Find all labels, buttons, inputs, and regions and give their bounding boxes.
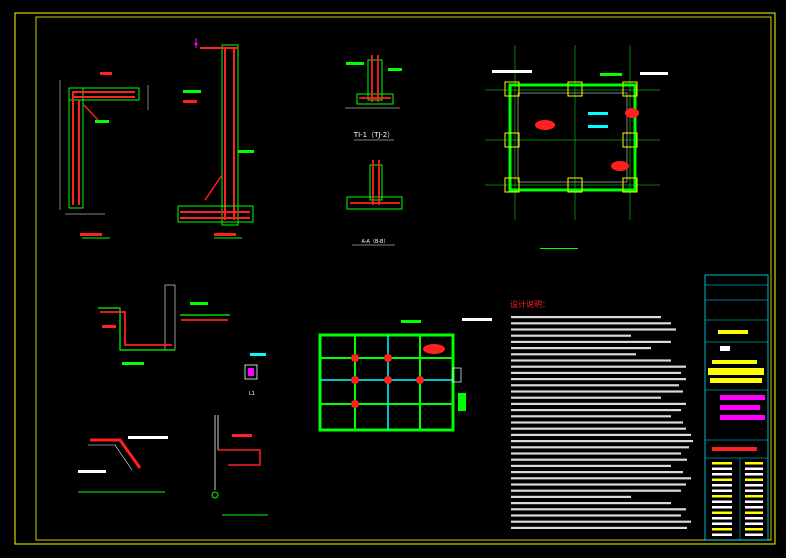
title-block-cell	[712, 522, 732, 525]
detail-slope-corner	[78, 436, 168, 493]
note-line	[511, 396, 661, 399]
title-block-cell	[712, 484, 732, 487]
note-line	[511, 526, 687, 529]
title-block-cell	[745, 517, 763, 520]
note-line	[511, 495, 631, 498]
label-aa-section: A-A（B-B）	[362, 239, 389, 245]
title-block-cell	[712, 473, 732, 476]
title-block-cell	[712, 528, 732, 531]
title-block-cell	[712, 495, 732, 498]
title-block-cell	[712, 506, 732, 509]
title-block-cell	[745, 489, 763, 492]
note-line	[511, 359, 671, 362]
note-line	[511, 477, 691, 480]
note-line	[511, 316, 661, 319]
note-line	[511, 328, 676, 331]
note-line	[511, 371, 681, 374]
title-block-cell	[712, 467, 732, 470]
title-block-cell	[745, 484, 763, 487]
note-line	[511, 421, 683, 424]
outer-frame	[14, 12, 776, 545]
note-line	[511, 483, 686, 486]
title-block-cell	[745, 473, 763, 476]
detail-drain-pipe	[211, 415, 268, 516]
detail-step-section	[98, 284, 230, 365]
note-line	[511, 409, 681, 412]
detail-ti1-section: TI-1（TJ-2）	[345, 55, 402, 141]
title-block-cell	[712, 500, 732, 503]
label-ti1-section: TI-1（TJ-2）	[353, 131, 394, 139]
notes-text-lines	[511, 316, 693, 529]
title-block-rows	[712, 462, 763, 536]
note-line	[511, 489, 681, 492]
title-block-cell	[712, 489, 732, 492]
title-block-cell	[745, 528, 763, 531]
note-line	[511, 384, 679, 387]
title-block-cell	[745, 495, 763, 498]
title-block-cell	[745, 511, 763, 514]
detail-aa-section: A-A（B-B）	[346, 160, 403, 246]
design-notes: 设计说明：	[510, 299, 693, 529]
note-line	[511, 347, 651, 350]
note-line	[511, 340, 671, 343]
inner-frame	[35, 16, 772, 541]
note-line	[511, 390, 683, 393]
note-line	[511, 458, 687, 461]
title-block-cell	[745, 467, 763, 470]
title-block-cell	[745, 500, 763, 503]
detail-foundation-plan	[485, 45, 668, 249]
title-block-cell	[745, 506, 763, 509]
note-line	[511, 415, 671, 418]
title-block-cell	[712, 511, 732, 514]
note-line	[511, 440, 693, 443]
note-line	[511, 452, 681, 455]
title-block-cell	[712, 478, 732, 481]
detail-retaining-wall	[177, 38, 254, 239]
title-block-cell	[712, 462, 732, 465]
note-line	[511, 446, 689, 449]
note-line	[511, 433, 691, 436]
note-line	[511, 514, 681, 517]
title-block-cell	[745, 533, 763, 536]
note-line	[511, 353, 636, 356]
note-line	[511, 508, 686, 511]
title-block-cell	[712, 517, 732, 520]
note-line	[511, 427, 686, 430]
title-block-cell	[745, 522, 763, 525]
title-block-cell	[745, 478, 763, 481]
detail-pit-plan	[318, 318, 492, 432]
note-line	[511, 471, 683, 474]
note-line	[511, 464, 671, 467]
title-block-cell	[712, 533, 732, 536]
title-block	[704, 274, 769, 541]
note-line	[511, 520, 691, 523]
notes-heading: 设计说明：	[510, 299, 550, 309]
note-line	[511, 365, 686, 368]
note-line	[511, 502, 671, 505]
note-line	[511, 402, 686, 405]
note-line	[511, 322, 671, 325]
detail-wall-corner	[59, 72, 149, 239]
note-line	[511, 334, 631, 337]
label-l1: L1	[249, 391, 255, 397]
title-block-cell	[745, 462, 763, 465]
detail-bracket-l1: L1	[244, 353, 266, 397]
note-line	[511, 378, 686, 381]
